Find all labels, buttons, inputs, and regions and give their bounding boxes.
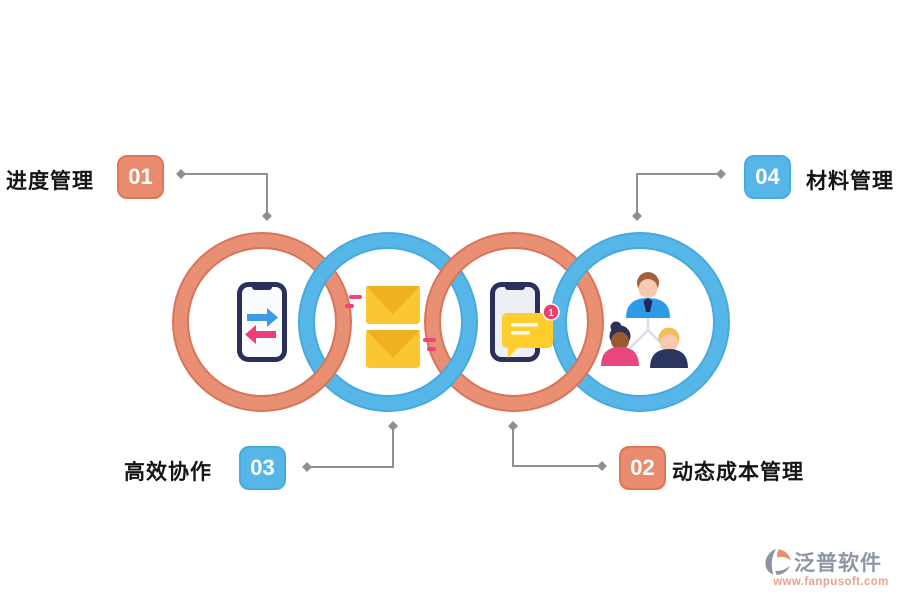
notification-badge	[542, 303, 560, 321]
phone-message-icon: 1	[490, 282, 560, 362]
badge-01: 01	[117, 155, 164, 199]
ring-4-material	[550, 232, 730, 412]
ring-body	[426, 234, 602, 410]
speed-line	[345, 304, 354, 308]
notification-count: 1	[548, 308, 554, 319]
message-bubble	[502, 313, 553, 348]
ring-body	[300, 234, 476, 410]
logo-gray-bottom	[775, 565, 790, 575]
diamond-endpoint	[632, 211, 642, 221]
brand-url: www.fanpusoft.com	[773, 576, 889, 588]
overlap-arc	[415, 337, 475, 404]
team-icon	[601, 272, 688, 368]
overlap-arc	[541, 337, 601, 404]
overlap-arc	[289, 337, 349, 404]
badge-02: 02	[619, 446, 666, 490]
diamond-endpoint	[302, 462, 312, 472]
person-shoulders	[601, 347, 639, 366]
person-tie	[643, 298, 653, 312]
ring-3-cost	[424, 232, 604, 412]
bubble-text-line	[511, 323, 538, 327]
label-collaboration: 高效协作	[124, 461, 212, 484]
phone-transfer-icon	[237, 282, 287, 362]
brand-row: 泛普软件	[764, 547, 898, 577]
brand-watermark: 泛普软件 www.fanpusoft.com	[764, 547, 898, 588]
connector-line	[636, 173, 721, 212]
phone-notch	[505, 283, 525, 290]
envelopes-icon	[345, 286, 436, 368]
person-shoulders	[650, 349, 688, 368]
connector-bottom-right	[508, 421, 607, 471]
ring-body	[174, 234, 350, 410]
brand-name: 泛普软件	[794, 552, 882, 575]
diamond-endpoint	[597, 461, 607, 471]
badge-03: 03	[239, 446, 286, 490]
arrow-right	[247, 308, 278, 327]
diamond-endpoint	[176, 169, 186, 179]
person-face	[638, 279, 658, 298]
diamond-endpoint	[262, 211, 272, 221]
speed-line	[349, 295, 362, 299]
bubble-text-line	[511, 331, 530, 335]
connector-top-left	[176, 169, 272, 221]
connector-line	[512, 430, 600, 467]
diamond-endpoint	[388, 421, 398, 431]
ring-2-collaboration	[298, 232, 478, 412]
connector-line	[181, 173, 268, 212]
badge-04: 04	[744, 155, 791, 199]
person-face	[660, 334, 678, 352]
ring-body	[552, 234, 728, 410]
chain-overlap-arcs	[289, 336, 603, 406]
diamond-endpoint	[716, 169, 726, 179]
speed-line	[423, 338, 436, 342]
envelope-flap	[366, 286, 420, 314]
label-material: 材料管理	[806, 170, 894, 193]
logo-gray-left	[765, 548, 777, 575]
connector-top-right	[632, 169, 726, 221]
person-face	[611, 332, 629, 350]
ring-1-progress	[172, 232, 352, 412]
logo-orange-leaf	[777, 549, 791, 561]
diamond-endpoint	[508, 421, 518, 431]
envelope-flap	[366, 330, 420, 358]
phone-notch	[252, 283, 272, 290]
connector-line	[307, 430, 394, 468]
label-cost: 动态成本管理	[672, 461, 804, 484]
brand-logo-icon	[765, 548, 791, 575]
phone-body	[237, 282, 287, 362]
connector-bottom-left	[302, 421, 398, 472]
label-progress: 进度管理	[6, 170, 94, 193]
arrow-left	[245, 325, 276, 344]
speed-line	[427, 347, 436, 351]
